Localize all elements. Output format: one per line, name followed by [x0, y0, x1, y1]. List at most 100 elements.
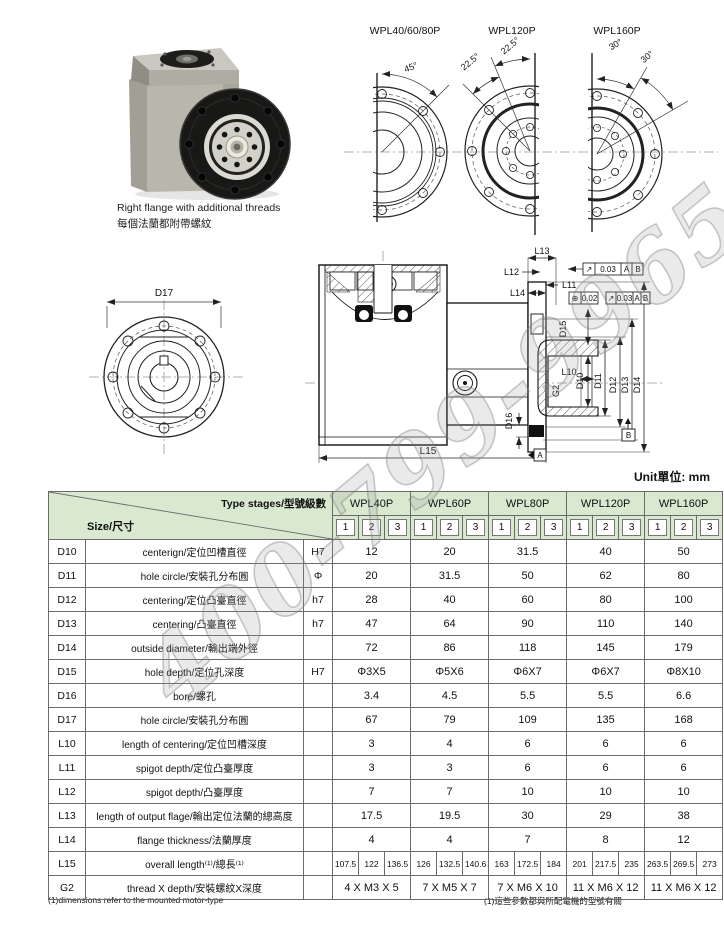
table-cell: D15 [48, 659, 86, 684]
table-cell: length of output flage/輸出定位法蘭的總高度 [85, 803, 304, 828]
dim-d15: D15 [558, 321, 568, 338]
unit-note: Unit單位: mm [634, 470, 710, 484]
dim-g2: G2 [551, 385, 561, 397]
output-flange [179, 88, 291, 200]
datum-ref-a: A [634, 294, 640, 303]
table-cell: thread X depth/安裝螺紋X深度 [85, 875, 304, 900]
table-cell [302, 827, 334, 852]
table-cell: D14 [48, 635, 86, 660]
table-cell: 3.4 [332, 683, 412, 708]
table-header-row: Type stages/型號級數 Size/尺寸 WPL40P WPL60P W… [47, 491, 724, 540]
table-cell: 30 [488, 803, 568, 828]
table-cell: hole circle/安裝孔分布圓 [85, 563, 304, 588]
table-cell: 67 [332, 707, 412, 732]
svg-text:A: A [537, 451, 543, 460]
table-cell: 217.5 [592, 851, 620, 876]
corner-diagonal [49, 492, 332, 539]
table-cell: 6 [488, 731, 568, 756]
stage-header: 1 [414, 519, 434, 536]
table-cell: 12 [644, 827, 724, 852]
runout-value: 0.03 [617, 294, 633, 303]
table-cell: 50 [488, 563, 568, 588]
stage-header: 3 [622, 519, 642, 536]
datum-flag-a: A [528, 448, 547, 462]
tolerance-frame-runout-top: ↗ 0.03 A B [568, 262, 644, 276]
photo-caption-en: Right flange with additional threads [117, 202, 281, 214]
table-cell: 62 [566, 563, 646, 588]
table-cell: 163 [488, 851, 516, 876]
table-cell: 7 [488, 827, 568, 852]
table-cell: 263.5 [644, 851, 672, 876]
stage-header: 3 [700, 519, 720, 536]
table-cell: 4 X M3 X 5 [332, 875, 412, 900]
table-cell: 80 [644, 563, 724, 588]
table-cell: 6.6 [644, 683, 724, 708]
datum-ref-b: B [643, 294, 648, 303]
table-cell [302, 635, 334, 660]
dim-d12: D12 [608, 377, 618, 394]
table-cell: L13 [48, 803, 86, 828]
table-cell: 29 [566, 803, 646, 828]
table-cell: 11 X M6 X 12 [644, 875, 724, 900]
table-cell: 109 [488, 707, 568, 732]
table-cell: length of centering/定位凹槽深度 [85, 731, 304, 756]
table-cell: hole circle/安裝孔分布圓 [85, 707, 304, 732]
table-cell [302, 779, 334, 804]
view2-title: WPL120P [488, 25, 535, 37]
table-cell: hole depth/定位孔深度 [85, 659, 304, 684]
table-cell: D10 [48, 539, 86, 564]
spec-table: Type stages/型號級數 Size/尺寸 WPL40P WPL60P W… [47, 491, 724, 900]
table-cell: 168 [644, 707, 724, 732]
dim-l11: L11 [562, 280, 576, 290]
output-snout [446, 302, 529, 426]
stage-header: 2 [674, 519, 694, 536]
table-cell: D11 [48, 563, 86, 588]
stage-header: 2 [596, 519, 616, 536]
stage-header: 3 [544, 519, 564, 536]
col-header-wpl60p: WPL60P [410, 491, 490, 516]
table-cell: 100 [644, 587, 724, 612]
stage-header: 2 [362, 519, 382, 536]
col-header-wpl120p: WPL120P [566, 491, 646, 516]
svg-text:B: B [626, 431, 631, 440]
table-cell: H7 [302, 659, 334, 684]
table-cell: 110 [566, 611, 646, 636]
table-cell: centering/凸臺直徑 [85, 611, 304, 636]
table-cell: 126 [410, 851, 438, 876]
datum-ref-a: A [624, 265, 630, 274]
table-cell: Φ8X10 [644, 659, 724, 684]
stage-header: 2 [518, 519, 538, 536]
dim-l10: L10 [561, 367, 576, 377]
table-cell: 7 X M6 X 10 [488, 875, 568, 900]
angle-label: 22.5° [459, 51, 482, 72]
table-cell: L10 [48, 731, 86, 756]
table-cell: outside diameter/輸出端外徑 [85, 635, 304, 660]
table-cell: 31.5 [410, 563, 490, 588]
front-view: D17 [89, 288, 243, 456]
table-cell: 5.5 [566, 683, 646, 708]
table-cell: 90 [488, 611, 568, 636]
table-cell: L15 [48, 851, 86, 876]
table-cell: 6 [644, 731, 724, 756]
table-cell [302, 803, 334, 828]
table-cell: 4 [410, 827, 490, 852]
footnote-zh: (1)這些參數都與所配電機的型號有關 [484, 896, 622, 906]
table-cell: flange thickness/法蘭厚度 [85, 827, 304, 852]
col-header-wpl80p: WPL80P [488, 491, 568, 516]
table-cell: D12 [48, 587, 86, 612]
table-cell: 3 [332, 731, 412, 756]
position-value: 0.02 [582, 294, 598, 303]
table-cell: Φ5X6 [410, 659, 490, 684]
flange-view-wpl40-60-80: 45° [373, 60, 450, 222]
dim-d16: D16 [504, 413, 514, 430]
table-cell: 10 [644, 779, 724, 804]
